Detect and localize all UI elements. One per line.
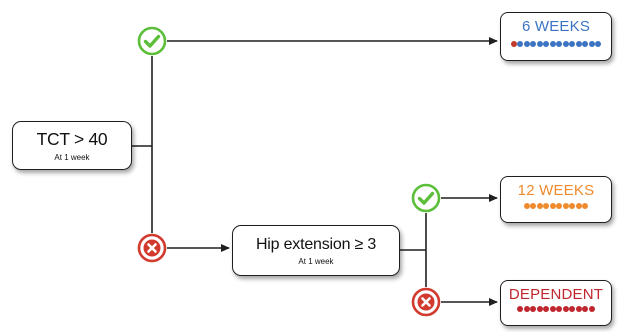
patient-dot bbox=[517, 41, 524, 48]
patient-dot bbox=[549, 306, 556, 313]
check-circle-icon bbox=[137, 26, 167, 56]
outcome-six-weeks: 6 WEEKS bbox=[500, 12, 612, 61]
hip-extension-node: Hip extension ≥ 3 At 1 week bbox=[232, 225, 400, 276]
patient-dot bbox=[575, 203, 582, 210]
hip-node-title: Hip extension ≥ 3 bbox=[255, 236, 377, 253]
patient-dot bbox=[549, 41, 556, 48]
patient-dot bbox=[588, 306, 595, 313]
patient-dot bbox=[582, 203, 589, 210]
patient-dot bbox=[536, 306, 543, 313]
outcome-twelve-weeks-label: 12 WEEKS bbox=[517, 182, 595, 199]
patient-dot bbox=[510, 41, 517, 48]
outcome-six-weeks-dots bbox=[501, 41, 611, 48]
patient-dot bbox=[530, 306, 537, 313]
patient-dot bbox=[530, 41, 537, 48]
patient-dot bbox=[543, 306, 550, 313]
x-circle-icon bbox=[411, 287, 441, 317]
tct-node: TCT > 40 At 1 week bbox=[12, 121, 132, 170]
patient-dot bbox=[523, 203, 530, 210]
outcome-dependent-label: DEPENDENT bbox=[508, 286, 604, 303]
outcome-twelve-weeks: 12 WEEKS bbox=[500, 176, 612, 223]
patient-dot bbox=[543, 41, 550, 48]
patient-dot bbox=[530, 203, 537, 210]
patient-dot bbox=[543, 203, 550, 210]
patient-dot bbox=[523, 306, 530, 313]
patient-dot bbox=[569, 41, 576, 48]
patient-dot bbox=[575, 41, 582, 48]
tct-node-title: TCT > 40 bbox=[36, 129, 108, 149]
patient-dot bbox=[536, 203, 543, 210]
patient-dot bbox=[556, 203, 563, 210]
outcome-six-weeks-label: 6 WEEKS bbox=[521, 18, 591, 35]
patient-dot bbox=[556, 41, 563, 48]
patient-dot bbox=[582, 306, 589, 313]
outcome-dependent-dots bbox=[501, 306, 611, 313]
patient-dot bbox=[562, 203, 569, 210]
patient-dot bbox=[595, 41, 602, 48]
patient-dot bbox=[556, 306, 563, 313]
patient-dot bbox=[569, 306, 576, 313]
patient-dot bbox=[549, 203, 556, 210]
patient-dot bbox=[575, 306, 582, 313]
patient-dot bbox=[582, 41, 589, 48]
patient-dot bbox=[562, 306, 569, 313]
patient-dot bbox=[562, 41, 569, 48]
patient-dot bbox=[536, 41, 543, 48]
patient-dot bbox=[569, 203, 576, 210]
tct-node-subtitle: At 1 week bbox=[54, 153, 90, 162]
hip-node-subtitle: At 1 week bbox=[298, 257, 334, 266]
patient-dot bbox=[517, 306, 524, 313]
check-circle-icon bbox=[411, 183, 441, 213]
outcome-twelve-weeks-dots bbox=[501, 203, 611, 210]
x-circle-icon bbox=[137, 233, 167, 263]
outcome-dependent: DEPENDENT bbox=[500, 280, 612, 326]
patient-dot bbox=[588, 41, 595, 48]
patient-dot bbox=[523, 41, 530, 48]
